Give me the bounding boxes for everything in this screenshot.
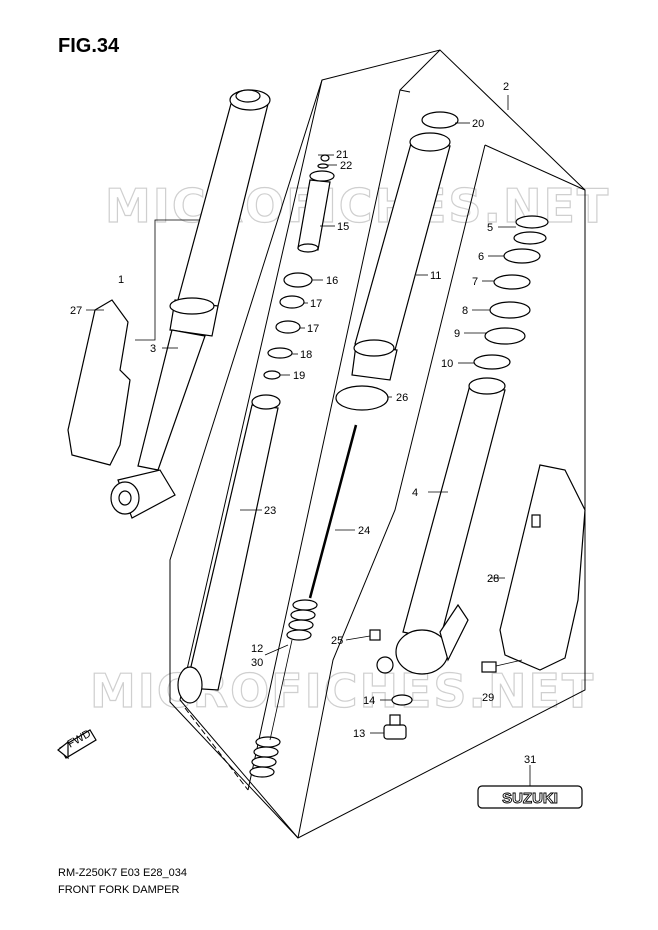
callout-10: 10 — [441, 358, 453, 370]
callout-14: 14 — [363, 695, 375, 707]
damper-cylinder-top — [297, 154, 335, 253]
dust-seal-10 — [473, 354, 511, 370]
fork-outer-tube-right — [376, 377, 506, 675]
callout-24: 24 — [358, 525, 370, 537]
ring-19 — [263, 370, 281, 380]
fork-guard-left — [67, 299, 131, 466]
callout-7: 7 — [472, 276, 478, 288]
seal-17b — [275, 320, 301, 334]
assembly-frame-inner — [179, 49, 586, 839]
screw-29 — [481, 659, 523, 673]
o-ring-16 — [283, 272, 313, 288]
callout-19: 19 — [293, 370, 305, 382]
seal-17a — [279, 295, 305, 309]
callout-13: 13 — [353, 728, 365, 740]
callout-30: 30 — [251, 657, 263, 669]
bolt-25 — [369, 629, 381, 641]
push-rod — [308, 424, 358, 599]
o-ring-20 — [421, 111, 459, 129]
leader-lines — [86, 95, 531, 786]
callout-8: 8 — [462, 305, 468, 317]
callout-11: 11 — [430, 270, 441, 282]
callout-16: 16 — [326, 275, 338, 287]
callout-3: 3 — [150, 343, 156, 355]
spring-lower — [249, 736, 281, 778]
oil-seal-8 — [489, 301, 531, 319]
bushing-5 — [513, 215, 549, 245]
callout-15: 15 — [337, 221, 349, 233]
callout-5: 5 — [487, 222, 493, 234]
callout-17a: 17 — [310, 298, 322, 310]
callout-labels: 1 2 3 4 5 6 7 8 9 10 11 12 13 14 15 16 1… — [70, 81, 536, 766]
callout-20: 20 — [472, 118, 484, 130]
assembly-frame-outer — [169, 49, 586, 839]
fork-outer-tube-left — [110, 89, 271, 519]
figure-title: FIG.34 — [58, 35, 120, 57]
callout-26: 26 — [396, 392, 408, 404]
callout-17b: 17 — [307, 323, 319, 335]
callout-21: 21 — [336, 149, 348, 161]
callout-23: 23 — [264, 505, 276, 517]
callout-31: 31 — [524, 754, 536, 766]
callout-25: 25 — [331, 635, 343, 647]
callout-9: 9 — [454, 328, 460, 340]
callout-1: 1 — [118, 274, 124, 286]
washer-18 — [267, 347, 293, 359]
watermark-bottom: MICROFICHES.NET — [90, 664, 595, 718]
bushing-6 — [503, 248, 541, 264]
o-ring-26 — [335, 385, 389, 411]
figure-name: FRONT FORK DAMPER — [58, 884, 179, 896]
callout-12: 12 — [251, 643, 263, 655]
spring-upper — [286, 599, 318, 641]
fork-inner-tube — [351, 132, 451, 381]
callout-22: 22 — [340, 160, 352, 172]
callout-18: 18 — [300, 349, 312, 361]
callout-6: 6 — [478, 251, 484, 263]
callout-2: 2 — [503, 81, 509, 93]
drain-bolt-13 — [383, 714, 407, 740]
forward-arrow-icon: FWD — [57, 728, 97, 760]
fork-guard-right — [499, 464, 586, 671]
emblem-text: SUZUKI — [502, 790, 558, 807]
washer-14 — [391, 694, 413, 706]
stopper-ring-9 — [484, 327, 526, 345]
suzuki-emblem: SUZUKI — [477, 785, 583, 809]
washer-7 — [493, 274, 531, 290]
callout-4: 4 — [412, 487, 418, 499]
callout-27: 27 — [70, 305, 82, 317]
model-code: RM-Z250K7 E03 E28_034 — [58, 867, 187, 879]
callout-29: 29 — [482, 692, 494, 704]
damper-rod — [177, 394, 281, 704]
callout-28: 28 — [487, 573, 499, 585]
